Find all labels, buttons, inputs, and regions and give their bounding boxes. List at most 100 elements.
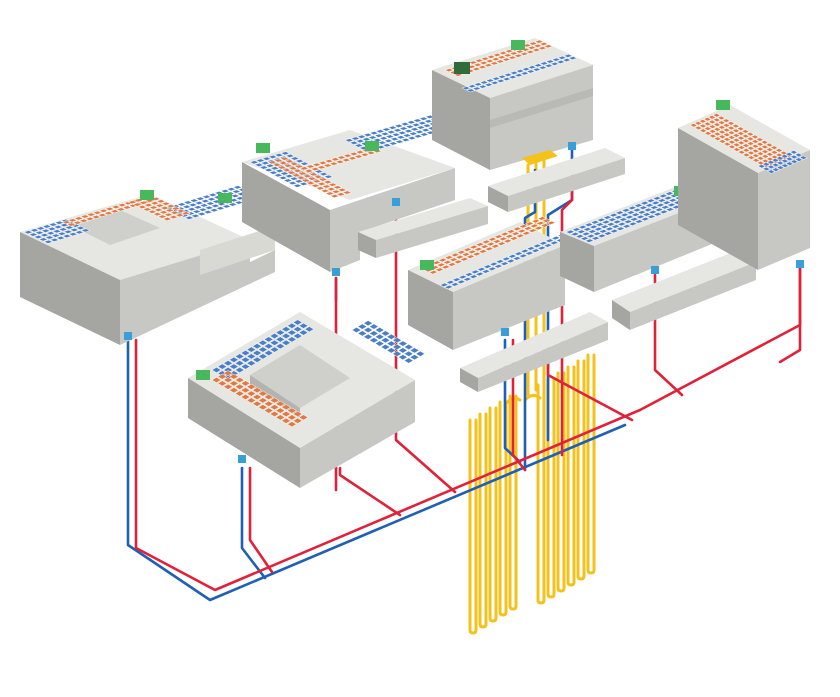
solar-panel-icon [638, 205, 649, 210]
solar-panel-icon [220, 189, 231, 194]
solar-thermal-icon [495, 59, 506, 64]
solar-panel-icon [543, 243, 553, 248]
solar-thermal-icon [162, 217, 173, 221]
solar-panel-icon [627, 221, 638, 226]
solar-thermal-icon [722, 118, 731, 123]
solar-panel-icon [406, 120, 417, 125]
solar-thermal-icon [269, 404, 280, 411]
building-e-pv-array [439, 233, 572, 290]
solar-panel-icon [579, 236, 590, 241]
solar-thermal-icon [169, 210, 180, 215]
solar-panel-icon [275, 336, 286, 343]
solar-panel-icon [192, 205, 203, 210]
solar-thermal-icon [770, 145, 779, 150]
solar-panel-icon [374, 327, 385, 333]
solar-panel-icon [282, 178, 293, 183]
solar-panel-icon [658, 193, 669, 198]
solar-panel-icon [197, 207, 208, 212]
solar-panel-icon [462, 277, 473, 282]
solar-thermal-icon [531, 48, 542, 52]
solar-panel-icon [598, 229, 609, 234]
solar-panel-icon [215, 206, 226, 211]
solar-thermal-icon [453, 259, 464, 264]
solar-thermal-icon [168, 215, 179, 220]
solar-panel-icon [549, 240, 560, 245]
solar-panel-icon [476, 267, 487, 272]
solar-panel-icon [69, 227, 80, 232]
solar-thermal-icon [257, 404, 268, 411]
solar-panel-icon [292, 326, 303, 333]
solar-panel-icon [646, 214, 657, 219]
solar-panel-icon [605, 222, 616, 227]
solar-panel-icon [418, 116, 429, 121]
solar-panel-icon [45, 231, 56, 236]
solar-panel-icon [386, 333, 397, 340]
solar-thermal-icon [461, 252, 471, 257]
solar-panel-icon [269, 333, 280, 339]
solar-thermal-icon [480, 56, 490, 61]
solar-panel-icon [485, 78, 495, 83]
solar-panel-icon [363, 327, 374, 333]
solar-panel-icon [368, 330, 379, 337]
solar-thermal-icon [132, 202, 143, 207]
solar-thermal-icon [712, 122, 722, 127]
solar-panel-icon [450, 282, 460, 287]
solar-thermal-icon [731, 123, 741, 129]
solar-thermal-icon [91, 215, 102, 219]
solar-panel-icon [240, 350, 251, 356]
solar-panel-icon [799, 155, 808, 160]
solar-thermal-icon [347, 156, 358, 161]
solar-panel-icon [585, 234, 596, 239]
solar-thermal-icon [703, 131, 713, 136]
solar-panel-icon [397, 340, 408, 347]
solar-panel-icon [634, 219, 645, 224]
solar-panel-icon [661, 200, 672, 205]
solar-panel-icon [226, 187, 237, 192]
solar-thermal-icon [537, 46, 548, 51]
solar-panel-icon [536, 245, 547, 251]
solar-thermal-icon [335, 192, 346, 197]
solar-panel-icon [190, 213, 201, 218]
solar-panel-icon [240, 356, 251, 363]
solar-panel-icon [561, 58, 572, 62]
solar-panel-icon [590, 236, 601, 241]
solar-panel-icon [415, 125, 426, 130]
solar-panel-icon [191, 209, 202, 214]
solar-thermal-icon [296, 175, 307, 180]
return-pipe-building-a [126, 338, 627, 602]
solar-thermal-icon [330, 157, 341, 162]
pipe-connector-icon [392, 198, 400, 206]
solar-thermal-icon [713, 131, 722, 137]
solar-panel-icon [521, 67, 531, 72]
solar-panel-icon [263, 336, 274, 343]
solar-panel-icon [403, 344, 414, 350]
building-c-pv-array [461, 53, 578, 93]
solar-thermal-icon [727, 140, 737, 145]
return-pipe-building-d [240, 466, 267, 580]
solar-panel-icon [373, 133, 384, 138]
solar-panel-icon [273, 173, 284, 178]
solar-thermal-icon [170, 206, 181, 211]
solar-thermal-icon [741, 134, 750, 139]
solar-thermal-icon [750, 134, 760, 139]
solar-panel-icon [604, 226, 615, 231]
solar-thermal-icon [760, 140, 769, 145]
solar-panel-icon [257, 339, 268, 346]
solar-thermal-icon [450, 252, 461, 257]
solar-thermal-icon [756, 151, 765, 156]
solar-panel-icon [757, 164, 766, 169]
solar-panel-icon [785, 161, 794, 166]
solar-thermal-icon [332, 185, 343, 190]
solar-thermal-icon [540, 223, 550, 228]
solar-panel-icon [382, 143, 393, 148]
solar-thermal-icon [297, 171, 308, 176]
solar-panel-icon [602, 215, 613, 220]
solar-panel-icon [789, 154, 799, 160]
solar-panel-icon [374, 340, 385, 347]
solar-thermal-icon [228, 373, 239, 380]
solar-panel-icon [380, 131, 391, 136]
solar-thermal-icon [117, 203, 128, 208]
solar-thermal-icon [737, 140, 746, 145]
solar-panel-icon [255, 158, 266, 163]
solar-thermal-icon [501, 57, 512, 62]
